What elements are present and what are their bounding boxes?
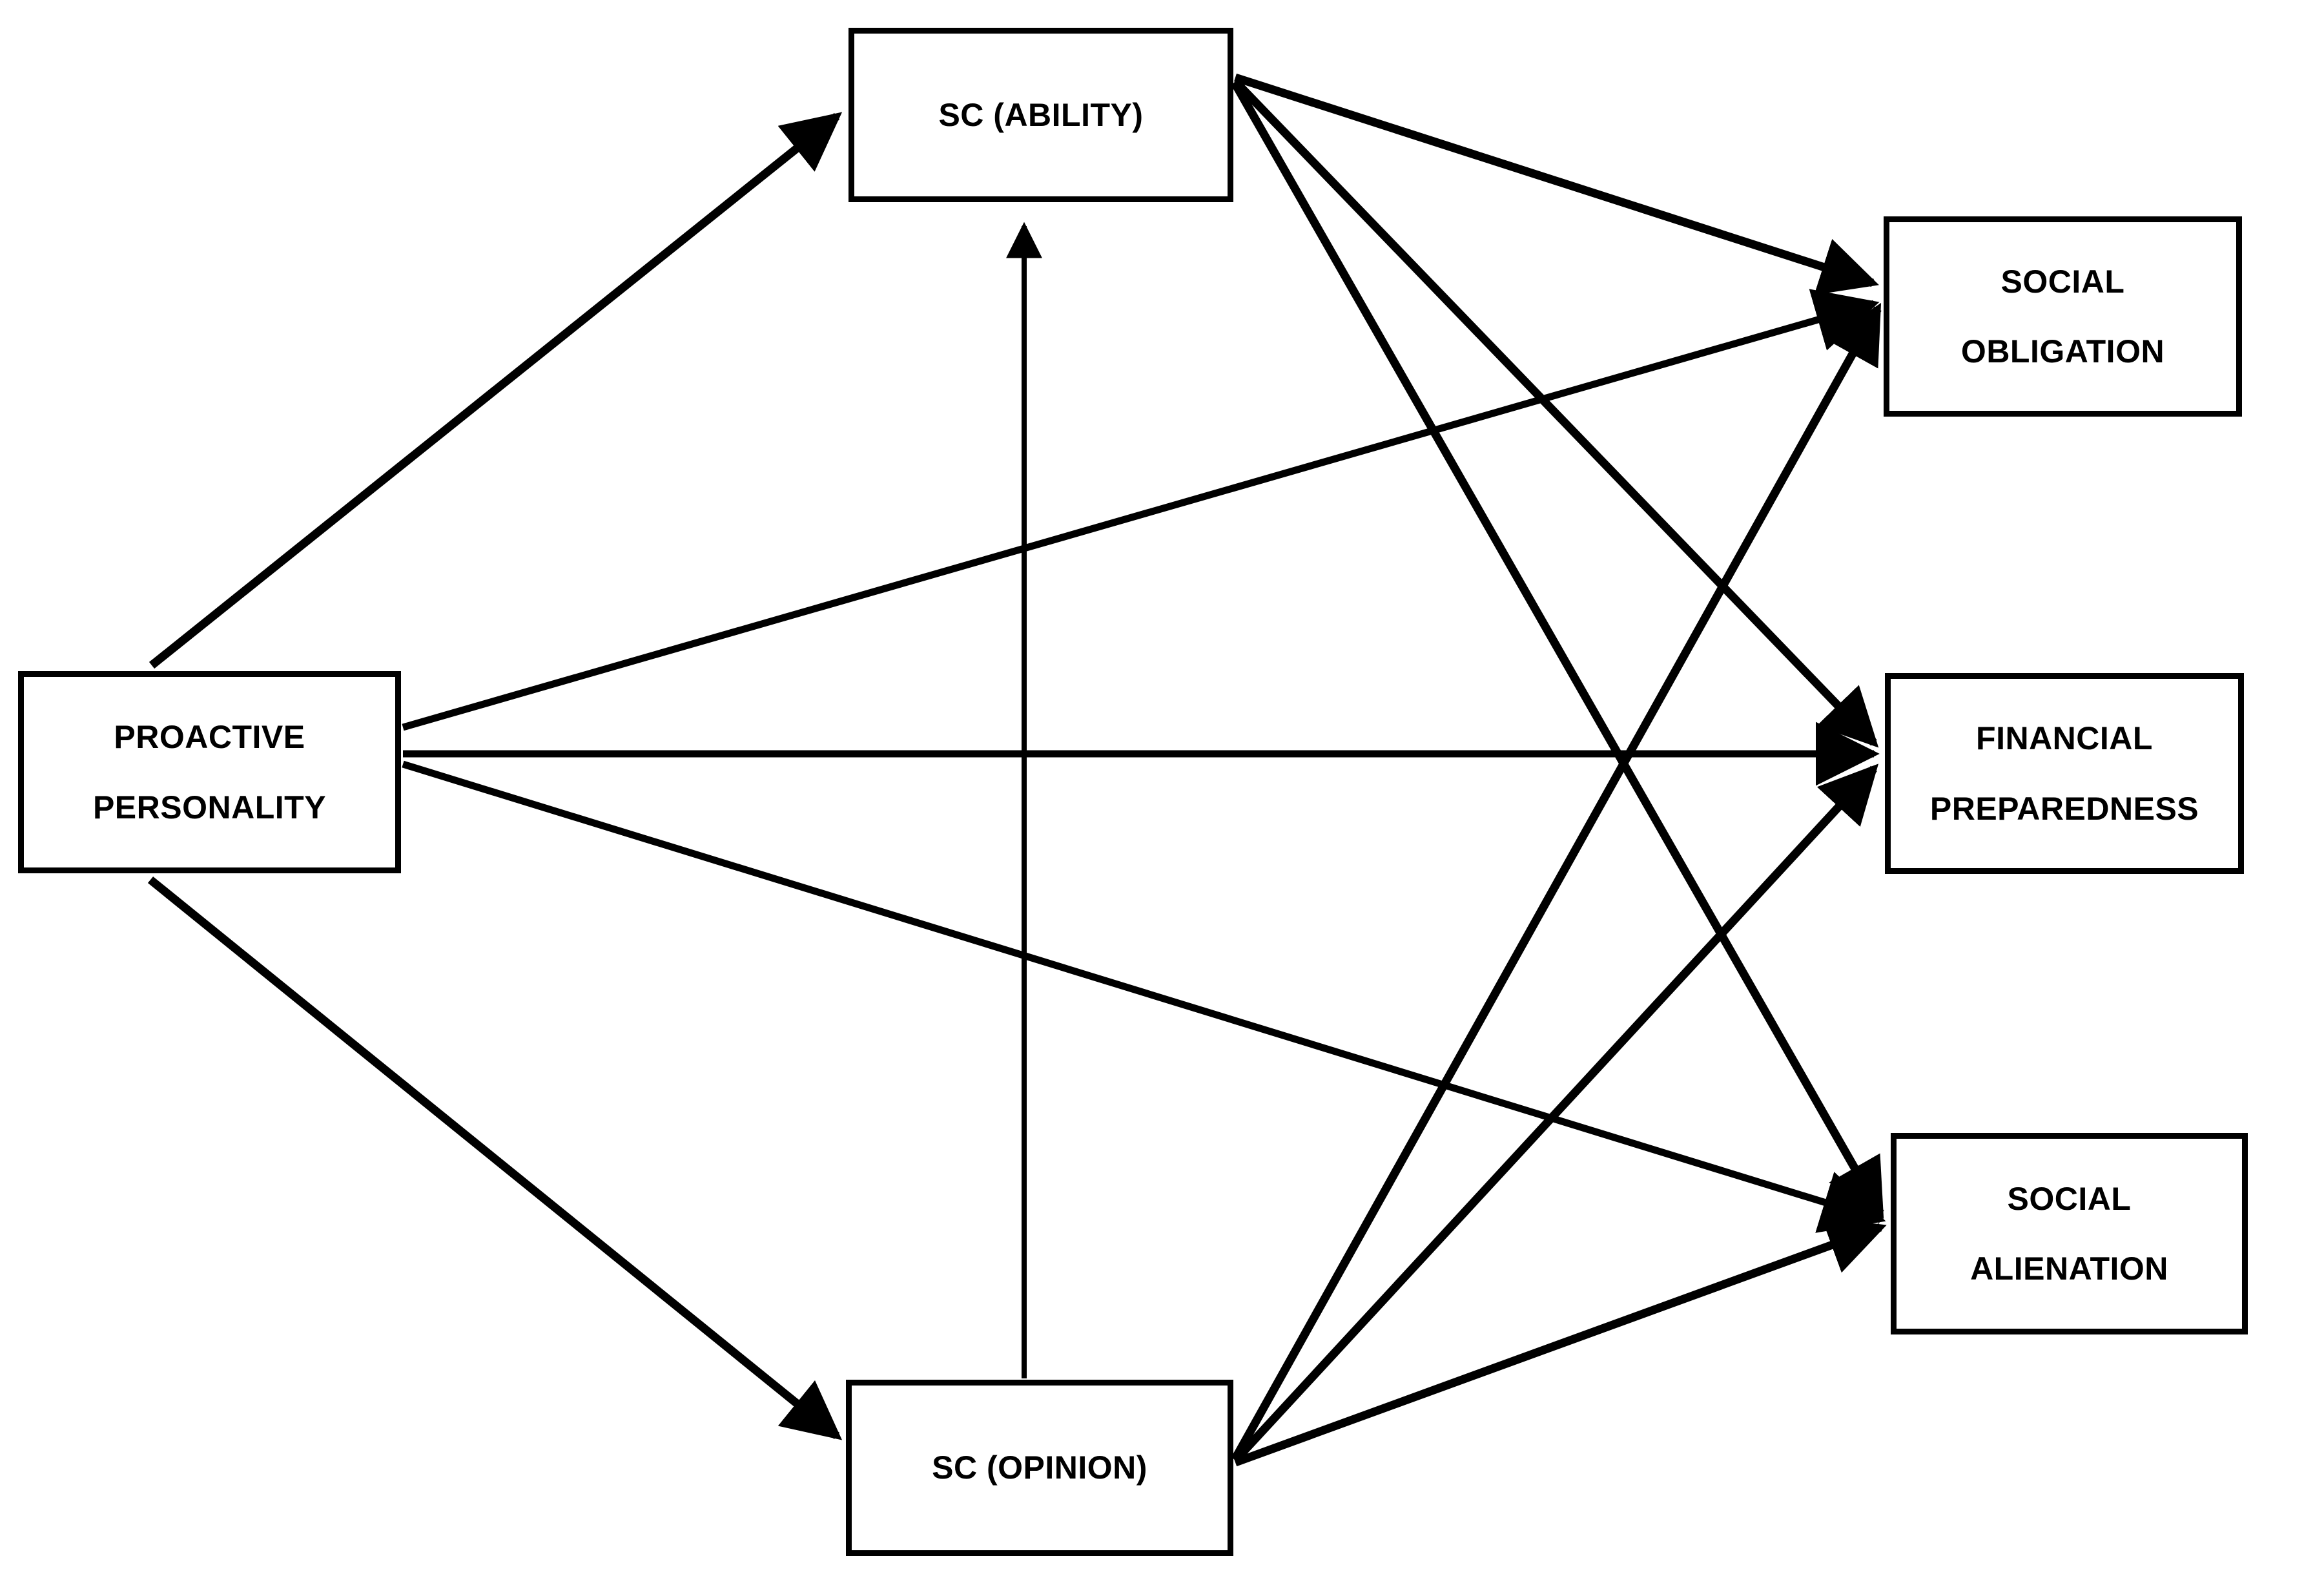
edge-pp-to-sc-ability	[149, 112, 843, 669]
node-social-obligation[interactable]: SOCIAL OBLIGATION	[1884, 216, 2242, 417]
node-label-line: SOCIAL	[2000, 263, 2125, 300]
node-label-line: ALIENATION	[1970, 1251, 2168, 1287]
node-sc-ability[interactable]: SC (ABILITY)	[848, 28, 1233, 202]
edge-pp-to-sc-opinion	[147, 876, 843, 1440]
node-label-line: PROACTIVE	[114, 719, 305, 755]
edge-sc-ability-to-financial-preparedness	[1232, 78, 1879, 748]
node-label-line: SC (OPINION)	[932, 1449, 1147, 1486]
node-label-line: PERSONALITY	[92, 789, 327, 825]
node-financial-preparedness[interactable]: FINANCIAL PREPAREDNESS	[1885, 673, 2244, 874]
node-label-line: OBLIGATION	[1960, 333, 2165, 369]
edge-sc-opinion-to-social-obligation	[1231, 302, 1882, 1461]
edge-sc-opinion-to-financial-preparedness	[1232, 763, 1879, 1464]
edge-pp-to-social-obligation	[402, 289, 1880, 731]
node-label-line: FINANCIAL	[1976, 720, 2153, 756]
edge-sc-opinion-to-social-alienation	[1233, 1217, 1887, 1467]
node-label-line: PREPAREDNESS	[1929, 790, 2199, 827]
node-proactive-personality[interactable]: PROACTIVE PERSONALITY	[18, 671, 401, 873]
node-social-alienation[interactable]: SOCIAL ALIENATION	[1891, 1133, 2248, 1334]
node-sc-opinion[interactable]: SC (OPINION)	[846, 1380, 1233, 1556]
node-label-line: SOCIAL	[2007, 1180, 2132, 1217]
edge-sc-ability-to-social-alienation	[1231, 81, 1884, 1220]
node-label-line: SC (ABILITY)	[938, 96, 1144, 133]
edge-sc-ability-to-social-obligation	[1234, 73, 1879, 295]
edge-pp-to-social-alienation	[402, 760, 1886, 1233]
